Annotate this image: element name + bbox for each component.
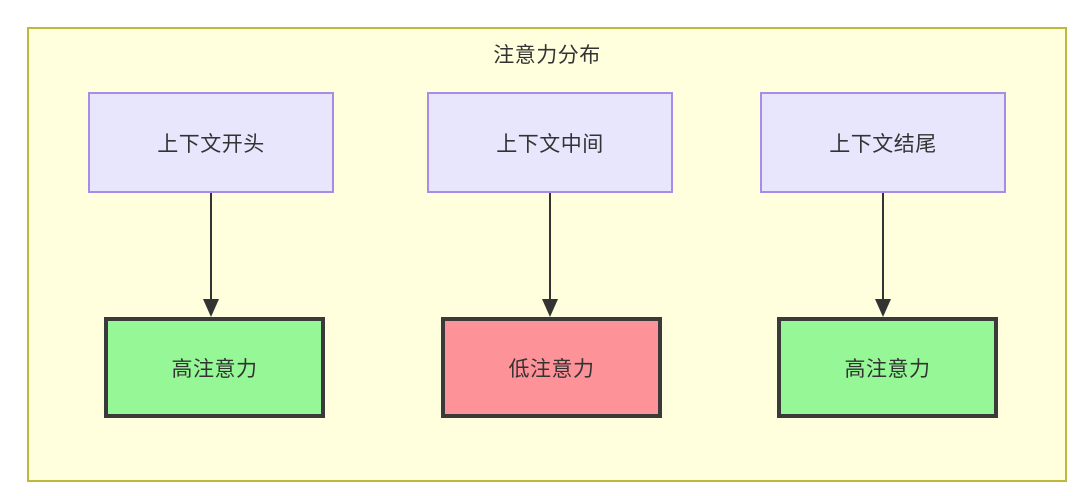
- node-context-middle-label: 上下文中间: [496, 132, 604, 156]
- node-context-start[interactable]: 上下文开头: [88, 92, 334, 193]
- node-context-middle[interactable]: 上下文中间: [427, 92, 673, 193]
- node-attention-start-label: 高注意力: [171, 357, 258, 381]
- node-attention-end[interactable]: 高注意力: [777, 317, 998, 418]
- node-context-start-label: 上下文开头: [157, 132, 265, 156]
- node-attention-middle-label: 低注意力: [508, 357, 595, 381]
- node-context-end-label: 上下文结尾: [829, 132, 937, 156]
- node-context-end[interactable]: 上下文结尾: [760, 92, 1006, 193]
- node-attention-start[interactable]: 高注意力: [104, 317, 325, 418]
- node-attention-middle[interactable]: 低注意力: [441, 317, 662, 418]
- node-attention-end-label: 高注意力: [844, 357, 931, 381]
- cluster-title: 注意力分布: [493, 44, 601, 67]
